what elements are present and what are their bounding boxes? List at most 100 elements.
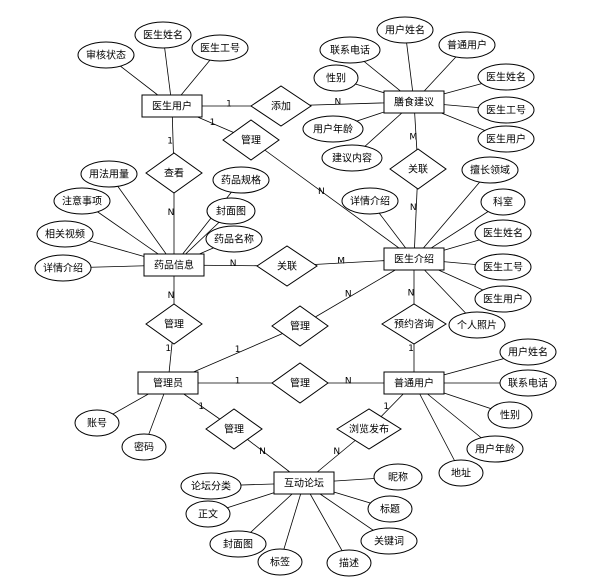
node-label: 医生介绍 — [394, 253, 434, 266]
node-label: 互动论坛 — [284, 477, 324, 490]
node-label: 医生姓名 — [486, 71, 526, 84]
entity-shape — [137, 371, 199, 395]
entity-diet_advice: 膳食建议 — [383, 90, 445, 114]
node-label: 擅长领域 — [470, 164, 510, 177]
attribute-shape — [206, 197, 256, 225]
relationship-shape — [389, 148, 447, 190]
node-label: 建议内容 — [332, 152, 372, 165]
attribute-drug_info: 注意事项 — [53, 187, 111, 215]
attribute-drug_info: 相关视频 — [36, 220, 94, 248]
node-label: 管理 — [290, 377, 310, 390]
attribute-diet_advice: 普通用户 — [438, 31, 496, 59]
entity-forum: 互动论坛 — [273, 471, 335, 495]
attribute-shape — [212, 166, 270, 194]
attribute-diet_advice: 医生姓名 — [477, 63, 535, 91]
attribute-shape — [474, 285, 532, 313]
attribute-normal_user: 性别 — [487, 401, 533, 429]
attribute-drug_info: 药品名称 — [205, 225, 263, 253]
node-label: 添加 — [271, 100, 291, 113]
attribute-drug_info: 药品规格 — [212, 166, 270, 194]
connector-line — [303, 482, 350, 564]
attribute-diet_advice: 医生用户 — [477, 125, 535, 153]
relationship-shape — [271, 362, 329, 404]
attribute-normal_user: 联系电话 — [499, 369, 557, 397]
cardinality-label: 1 — [198, 402, 204, 412]
attribute-shape — [376, 16, 434, 44]
node-label: 地址 — [451, 467, 471, 480]
attribute-shape — [313, 64, 359, 92]
node-label: 昵称 — [388, 471, 408, 484]
attribute-diet_advice: 联系电话 — [319, 36, 381, 64]
attribute-shape — [74, 409, 120, 437]
node-label: 封面图 — [216, 205, 246, 218]
attribute-shape — [341, 187, 399, 215]
relationship-manage_nu: 管理 — [271, 362, 329, 404]
node-label: 医生工号 — [483, 261, 523, 274]
node-label: 标签 — [270, 556, 290, 569]
node-label: 科室 — [493, 196, 513, 209]
node-label: 审核状态 — [86, 49, 126, 62]
cardinality-assoc_diet: MN — [409, 132, 417, 213]
node-label: 普通用户 — [447, 39, 487, 52]
attribute-shape — [319, 36, 381, 64]
relationship-shape — [381, 303, 447, 345]
cardinality-label: 1 — [167, 136, 173, 146]
attribute-doctor_intro: 个人照片 — [448, 311, 506, 339]
attribute-forum: 封面图 — [209, 530, 267, 558]
connector-line — [250, 139, 415, 260]
attribute-admin: 密码 — [121, 433, 167, 461]
relationship-manage_di: 管理 — [271, 305, 329, 347]
relationship-manage_forum: 管理 — [205, 408, 263, 450]
node-label: 药品信息 — [154, 259, 194, 272]
node-label: 个人照片 — [457, 319, 497, 332]
attribute-shape — [205, 225, 263, 253]
entity-admin: 管理员 — [137, 371, 199, 395]
node-label: 用户姓名 — [508, 346, 548, 359]
node-label: 性别 — [326, 72, 346, 85]
attribute-shape — [499, 338, 557, 366]
node-label: 医生用户 — [483, 293, 523, 306]
cardinality-label: N — [168, 291, 175, 301]
node-label: 管理 — [224, 423, 244, 436]
cardinality-label: N — [259, 447, 266, 457]
entity-normal_user: 普通用户 — [383, 371, 445, 395]
node-label: 详情介绍 — [350, 195, 390, 208]
attribute-doctor_intro: 医生工号 — [474, 253, 532, 281]
node-label: 医生工号 — [486, 104, 526, 117]
node-label: 联系电话 — [330, 44, 370, 57]
cardinality-label: N — [230, 259, 237, 269]
node-label: 医生用户 — [152, 100, 192, 113]
cardinality-label: N — [345, 377, 352, 387]
attribute-drug_info: 详情介绍 — [34, 254, 92, 282]
node-label: 标题 — [380, 504, 400, 516]
connector-line — [413, 382, 462, 474]
node-label: 管理 — [164, 318, 184, 331]
attribute-shape — [477, 125, 535, 153]
attribute-diet_advice: 性别 — [313, 64, 359, 92]
attribute-shape — [321, 144, 383, 172]
relationship-shape — [222, 119, 280, 161]
node-label: 药品名称 — [214, 233, 254, 246]
node-label: 关联 — [277, 260, 297, 273]
connector-line — [108, 173, 175, 266]
cardinality-consult: N1 — [408, 288, 415, 354]
attribute-normal_user: 用户姓名 — [499, 338, 557, 366]
cardinality-manage_di: 1N — [235, 289, 352, 355]
relationship-view: 查看 — [145, 152, 203, 194]
entity-shape — [383, 247, 445, 271]
attribute-shape — [302, 115, 364, 143]
cardinality-label: 1 — [235, 377, 241, 387]
attribute-shape — [499, 369, 557, 397]
attributes: 审核状态医生姓名医生工号联系电话用户姓名普通用户性别医生姓名医生工号用户年龄医生… — [34, 16, 557, 577]
attribute-shape — [185, 500, 231, 528]
attribute-doctor_user: 医生工号 — [191, 34, 249, 62]
attribute-shape — [474, 253, 532, 281]
entity-shape — [143, 253, 205, 277]
attribute-forum: 标题 — [367, 495, 413, 523]
attribute-shape — [480, 188, 526, 216]
cardinality-label: N — [168, 208, 175, 218]
node-label: 医生姓名 — [483, 227, 523, 240]
cardinality-label: M — [409, 132, 417, 142]
